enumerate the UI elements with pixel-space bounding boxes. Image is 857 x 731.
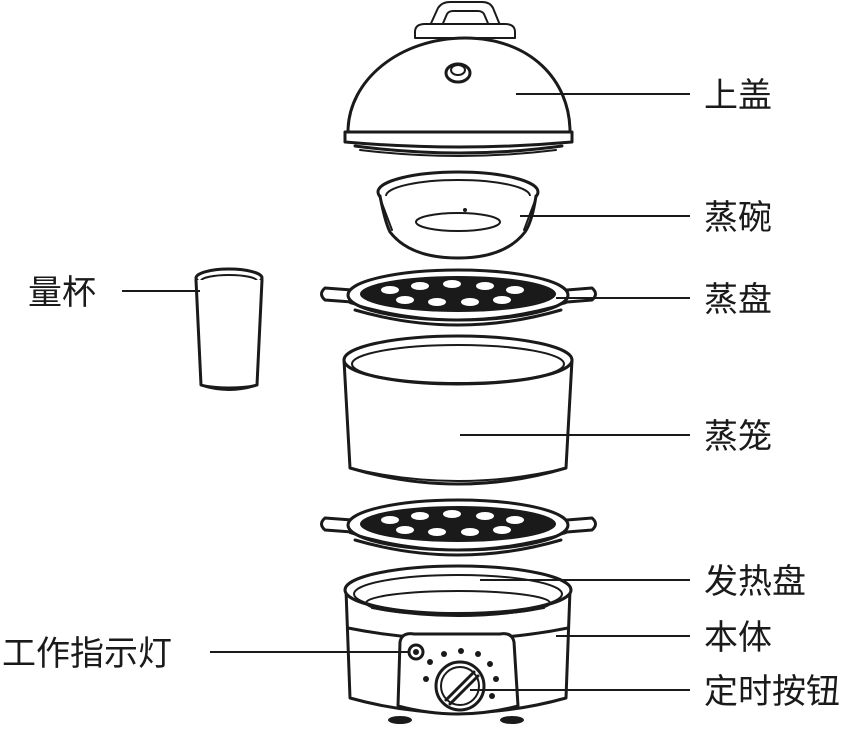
steamer-basket (342, 334, 574, 486)
label-timer-knob: 定时按钮 (704, 672, 840, 712)
steam-tray-upper (320, 268, 597, 327)
label-heating-plate: 发热盘 (704, 562, 806, 602)
steam-bowl (376, 170, 540, 260)
measuring-cup (194, 267, 264, 391)
steam-tray-lower (320, 498, 597, 557)
leader-lines (122, 93, 690, 691)
label-steam-tray: 蒸盘 (704, 280, 772, 320)
main-body (343, 564, 573, 724)
label-lid: 上盖 (704, 76, 772, 116)
timer-knob (423, 648, 499, 712)
label-steamer-basket: 蒸笼 (704, 417, 772, 457)
label-steam-bowl: 蒸碗 (704, 198, 772, 238)
indicator-light (407, 643, 425, 661)
label-measuring-cup: 量杯 (28, 273, 96, 313)
lid (343, 1, 574, 157)
label-main-body: 本体 (704, 618, 772, 658)
label-indicator-light: 工作指示灯 (2, 634, 172, 674)
